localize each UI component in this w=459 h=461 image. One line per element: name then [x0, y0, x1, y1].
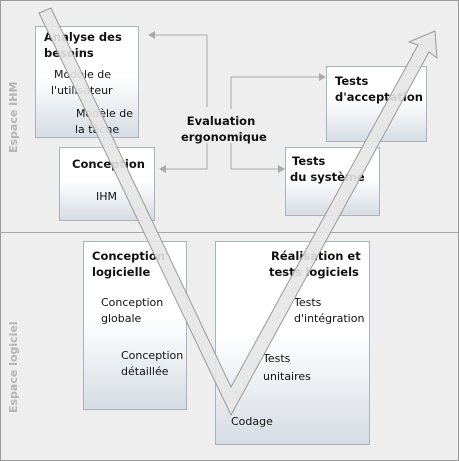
- box-conception-logicielle: Conception logicielle Conception globale…: [83, 241, 187, 410]
- conception-detaillee-line1: Conception: [121, 349, 184, 362]
- codage-label: Codage: [231, 415, 273, 428]
- conception-ihm-item: IHM: [96, 190, 118, 203]
- connector-evaluation-to-analyse: [153, 34, 208, 107]
- arrowhead-to-acceptation: [319, 73, 326, 81]
- tests-integration-line2: d'intégration: [294, 312, 365, 325]
- conception-logicielle-line1: Conception: [92, 249, 165, 263]
- acceptation-line1: Tests: [335, 74, 369, 88]
- conception-globale-line2: globale: [101, 312, 142, 325]
- zone-divider: [1, 232, 458, 233]
- arrowhead-to-systeme: [278, 165, 285, 173]
- connector-evaluation-to-acceptation: [230, 76, 321, 109]
- arrowhead-to-analyse: [148, 31, 155, 39]
- v-arrow-shape: [38, 7, 438, 417]
- evaluation-ergonomique-line2: ergonomique: [181, 130, 267, 144]
- connector-evaluation-to-systeme: [230, 143, 280, 170]
- conception-globale-line1: Conception: [101, 296, 164, 309]
- tests-unitaires-line1: Tests: [263, 352, 291, 365]
- tests-integration-line1: Tests: [294, 296, 322, 309]
- evaluation-ergonomique-line1: Evaluation: [186, 114, 256, 128]
- box-realisation-tests: Réalisation et tests logiciels Tests d'i…: [215, 241, 370, 445]
- tests-unitaires-line2: unitaires: [263, 370, 311, 383]
- connector-evaluation-to-conception: [164, 143, 208, 170]
- conception-detaillee-line2: détaillée: [121, 365, 169, 378]
- arrowhead-to-conception: [159, 165, 166, 173]
- systeme-line1: Tests: [292, 154, 326, 168]
- conception-logicielle-line2: logicielle: [92, 265, 151, 279]
